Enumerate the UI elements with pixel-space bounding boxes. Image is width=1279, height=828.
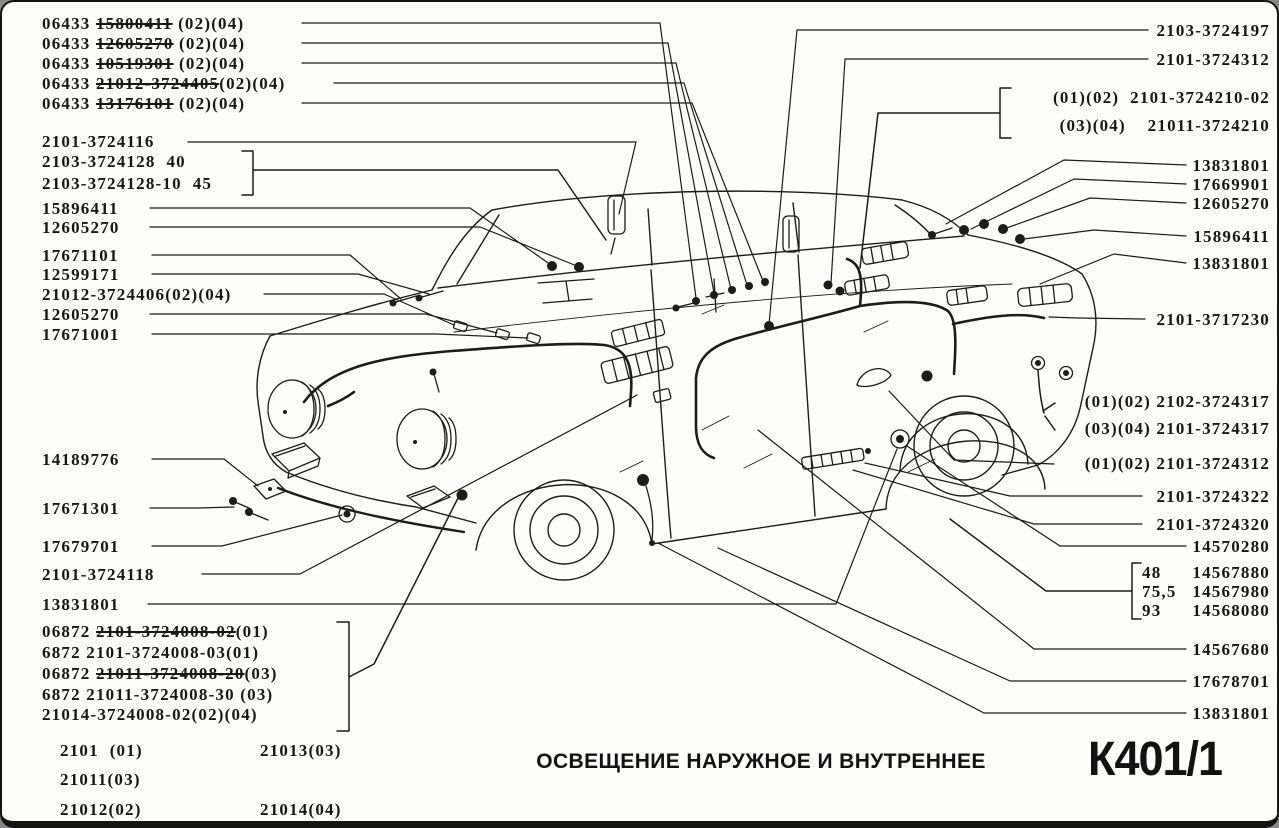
part-label: 2101-3717230: [1156, 310, 1270, 329]
part-label: (01)(02) 2101-3724312: [1084, 454, 1270, 473]
part-label: 6872 21011-3724008-30 (03): [42, 685, 274, 704]
part-label: 17679701: [42, 537, 120, 556]
part-label: 14567980: [1192, 582, 1270, 601]
part-label: (03)(04) 2101-3724317: [1084, 419, 1270, 438]
part-label: 17669901: [1192, 175, 1270, 194]
part-label: 12605270: [1192, 194, 1270, 213]
part-label: 2101-3724312: [1156, 50, 1270, 69]
part-label: 75,5: [1142, 582, 1177, 601]
component-glyphs: [229, 195, 1074, 546]
brackets: [241, 87, 1142, 732]
sheet-code: К401/1: [1088, 730, 1223, 786]
part-label: 06433 12605270 (02)(04): [42, 34, 246, 53]
part-label: 15896411: [1193, 227, 1270, 246]
part-label: 2101-3724320: [1156, 515, 1270, 534]
part-label: 17678701: [1192, 672, 1270, 691]
part-label: 15896411: [42, 199, 119, 218]
part-label: 2101-3724322: [1156, 487, 1270, 506]
part-label: 2101-3724118: [42, 565, 155, 584]
part-label: 21013(03): [260, 741, 342, 760]
sheet-title: ОСВЕЩЕНИЕ НАРУЖНОЕ И ВНУТРЕННЕЕ: [536, 750, 986, 773]
part-label: 21012(02): [60, 800, 142, 819]
part-label: 12605270: [42, 218, 120, 237]
part-label: 14189776: [42, 450, 120, 469]
part-label: 17671001: [42, 325, 120, 344]
part-label: 2101 (01): [60, 741, 143, 760]
part-label: 14570280: [1192, 537, 1270, 556]
part-label: 06433 15800411 (02)(04): [42, 14, 245, 33]
part-label: 21014-3724008-02(02)(04): [42, 705, 258, 724]
part-label: (03)(04) 21011-3724210: [1059, 116, 1270, 135]
part-label: 06433 13176101 (02)(04): [42, 94, 246, 113]
part-label: 48: [1142, 563, 1162, 582]
part-label: 06433 10519301 (02)(04): [42, 54, 246, 73]
wiring-harness: [302, 257, 1046, 460]
part-label: 13831801: [1192, 156, 1270, 175]
part-label: 13831801: [1192, 254, 1270, 273]
part-label: 6872 2101-3724008-03(01): [42, 643, 260, 662]
part-label: 93: [1142, 601, 1162, 620]
part-label: 21014(04): [260, 800, 342, 819]
part-label: 06872 21011-3724008-20(03): [42, 664, 278, 683]
part-label: 12599171: [42, 265, 120, 284]
part-label: 14567680: [1192, 640, 1270, 659]
part-label: 06433 21012-3724405(02)(04): [42, 74, 286, 93]
part-label: 13831801: [42, 595, 120, 614]
car-outline: [256, 190, 1097, 581]
part-label: 21012-3724406(02)(04): [42, 285, 232, 304]
part-label: 2103-3724197: [1156, 21, 1270, 40]
part-label: (01)(02) 2101-3724210-02: [1053, 88, 1270, 107]
part-label: 13831801: [1192, 704, 1270, 723]
part-label: 2103-3724128-10 45: [42, 174, 213, 193]
part-label: (01)(02) 2102-3724317: [1084, 392, 1270, 411]
part-label: 06872 2101-3724008-02(01): [42, 622, 269, 641]
leader-lines: [147, 22, 1187, 714]
part-label: 12605270: [42, 305, 120, 324]
part-label: 17671101: [42, 246, 119, 265]
part-label: 14567880: [1192, 563, 1270, 582]
part-label: 21011(03): [60, 770, 141, 789]
part-label: 17671301: [42, 499, 120, 518]
part-label: 14568080: [1192, 601, 1270, 620]
part-label: 2101-3724116: [42, 132, 155, 151]
part-label: 2103-3724128 40: [42, 152, 186, 171]
